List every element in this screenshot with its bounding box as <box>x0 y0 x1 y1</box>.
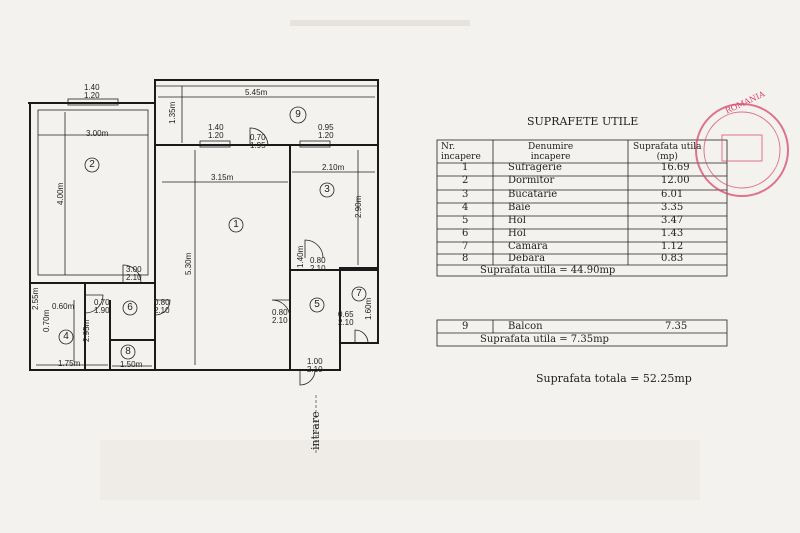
room-numbers <box>58 106 367 360</box>
official-stamp <box>695 103 789 197</box>
surface-table <box>436 139 728 347</box>
floor-plan <box>28 79 379 455</box>
